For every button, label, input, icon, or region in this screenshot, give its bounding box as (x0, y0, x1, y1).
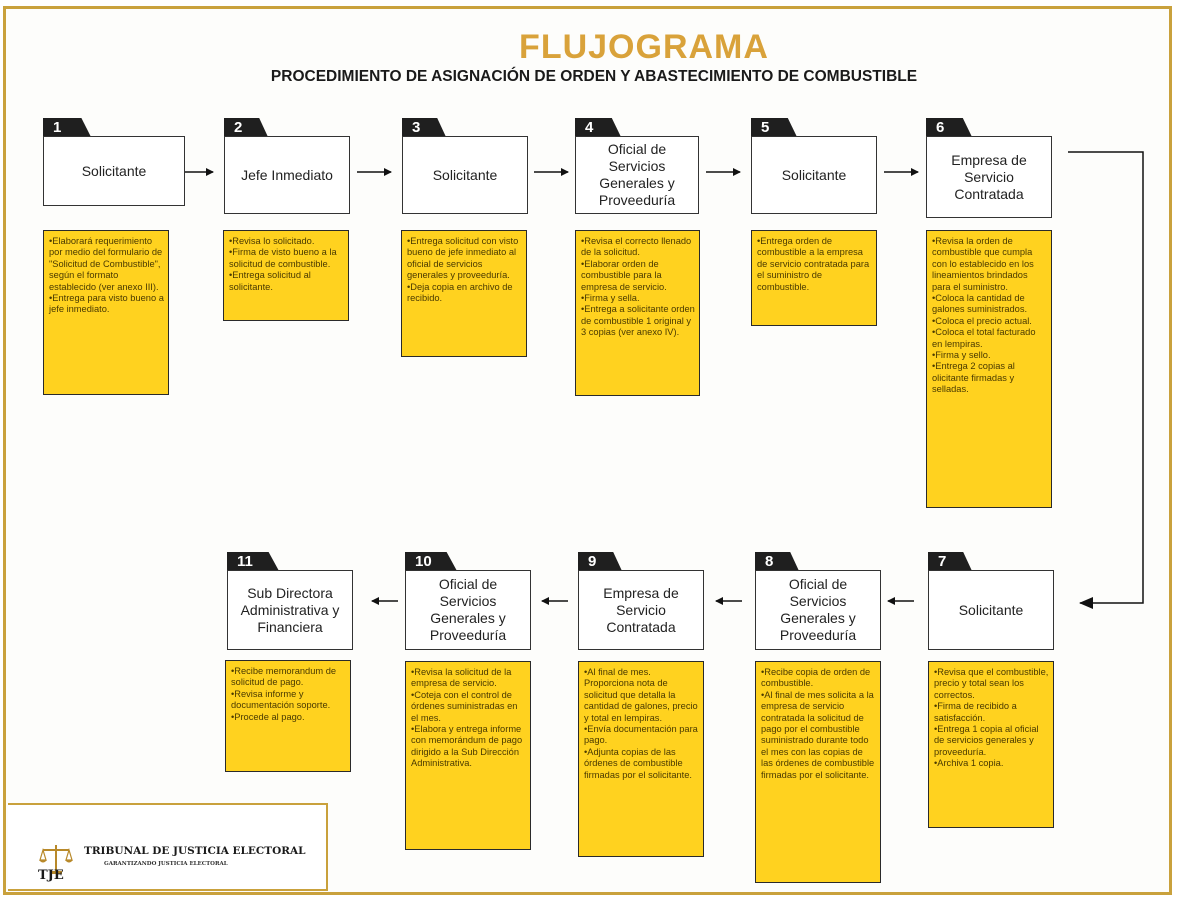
organization-tagline: GARANTIZANDO JUSTICIA ELECTORAL (104, 861, 228, 867)
step-1-number: 1 (43, 118, 91, 137)
step-3-note: •Entrega solicitud con visto bueno de je… (401, 230, 527, 357)
step-9-note: •Al final de mes. Proporciona nota de so… (578, 661, 704, 857)
step-3-number: 3 (402, 118, 446, 137)
step-7-number: 7 (928, 552, 972, 571)
step-2-actor: Jefe Inmediato (224, 136, 350, 214)
step-1-note: •Elaborará requerimiento por medio del f… (43, 230, 169, 395)
footer-panel: TRIBUNAL DE JUSTICIA ELECTORAL GARANTIZA… (8, 803, 328, 891)
organization-name: TRIBUNAL DE JUSTICIA ELECTORAL (84, 845, 306, 857)
step-5-note: •Entrega orden de combustible a la empre… (751, 230, 877, 326)
step-11-number: 11 (227, 552, 279, 571)
step-11-actor: Sub Directora Administrativa y Financier… (227, 570, 353, 650)
step-8-actor: Oficial de Servicios Generales y Proveed… (755, 570, 881, 650)
step-9-actor: Empresa de Servicio Contratada (578, 570, 704, 650)
step-4-actor: Oficial de Servicios Generales y Proveed… (575, 136, 699, 214)
step-6-note: •Revisa la orden de combustible que cump… (926, 230, 1052, 508)
step-8-note: •Recibe copia de orden de combustible. •… (755, 661, 881, 883)
step-11-note: •Recibe memorandum de solicitud de pago.… (225, 660, 351, 772)
page-subtitle: PROCEDIMIENTO DE ASIGNACIÓN DE ORDEN Y A… (270, 68, 918, 85)
step-3-actor: Solicitante (402, 136, 528, 214)
step-9-number: 9 (578, 552, 622, 571)
step-8-number: 8 (755, 552, 799, 571)
step-5-actor: Solicitante (751, 136, 877, 214)
step-1-actor: Solicitante (43, 136, 185, 206)
step-4-note: •Revisa el correcto llenado de la solici… (575, 230, 700, 396)
step-5-number: 5 (751, 118, 797, 137)
step-6-number: 6 (926, 118, 972, 137)
step-2-note: •Revisa lo solicitado. •Firma de visto b… (223, 230, 349, 321)
step-10-number: 10 (405, 552, 457, 571)
step-7-actor: Solicitante (928, 570, 1054, 650)
scales-of-justice-icon (39, 845, 73, 874)
step-2-number: 2 (224, 118, 268, 137)
organization-abbreviation: TJE (38, 868, 64, 883)
step-10-actor: Oficial de Servicios Generales y Proveed… (405, 570, 531, 650)
step-10-note: •Revisa la solicitud de la empresa de se… (405, 661, 531, 850)
step-7-note: •Revisa que el combustible, precio y tot… (928, 661, 1054, 828)
page-title: FLUJOGRAMA (519, 28, 769, 66)
step-6-actor: Empresa de Servicio Contratada (926, 136, 1052, 218)
step-4-number: 4 (575, 118, 621, 137)
arrow-6-7 (1068, 151, 1144, 609)
